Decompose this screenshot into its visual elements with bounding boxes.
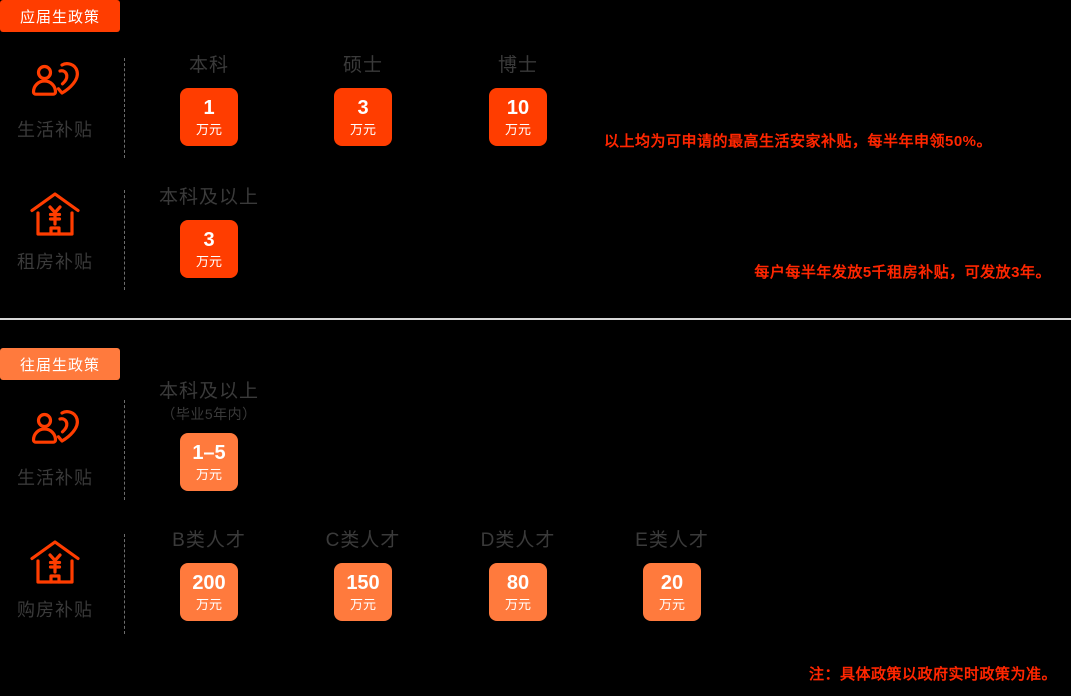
tier-label: 本科 bbox=[188, 55, 229, 76]
row-label-living-subsidy-previous: 生活补贴 bbox=[0, 406, 110, 490]
person-heart-icon bbox=[29, 58, 81, 106]
amount-unit: 万元 bbox=[349, 596, 376, 612]
house-yuan-icon bbox=[29, 190, 81, 238]
tier-label: D类人才 bbox=[480, 530, 556, 551]
amount-chip: 20 万元 bbox=[643, 562, 701, 621]
amount-value: 3 bbox=[203, 228, 215, 251]
footer-disclaimer-note: 注：具体政策以政府实时政策为准。 bbox=[808, 666, 1057, 683]
row-label-living-subsidy-fresh: 生活补贴 bbox=[0, 58, 110, 142]
amount-unit: 万元 bbox=[504, 121, 531, 137]
amount-chip: 1 万元 bbox=[180, 87, 238, 146]
tier-label: E类人才 bbox=[635, 530, 709, 551]
section-badge-fresh-graduate: 应届生政策 bbox=[0, 0, 120, 32]
note-living-subsidy: 以上均为可申请的最高生活安家补贴，每半年申领50%。 bbox=[604, 133, 993, 150]
house-yuan-icon bbox=[29, 538, 81, 586]
tier-label: 本科及以上 bbox=[158, 187, 259, 208]
value-cell-bachelor-living: 本科 1 万元 bbox=[134, 55, 284, 146]
person-heart-icon bbox=[29, 406, 81, 454]
value-cell-bachelor-or-above-living-previous: 本科及以上 （毕业5年内） 1–5 万元 bbox=[134, 381, 284, 492]
row-separator-dashed bbox=[124, 534, 125, 634]
value-cell-talent-d: D类人才 80 万元 bbox=[443, 530, 593, 621]
amount-chip: 80 万元 bbox=[489, 562, 547, 621]
amount-chip: 150 万元 bbox=[334, 562, 392, 621]
row-separator-dashed bbox=[124, 400, 125, 500]
tier-sublabel: （毕业5年内） bbox=[161, 405, 257, 422]
value-cell-master-living: 硕士 3 万元 bbox=[288, 55, 438, 146]
row-separator-dashed bbox=[124, 58, 125, 158]
tier-label: 博士 bbox=[497, 55, 538, 76]
amount-chip: 200 万元 bbox=[180, 562, 238, 621]
value-cell-doctor-living: 博士 10 万元 bbox=[443, 55, 593, 146]
row-label-home-purchase-subsidy: 购房补贴 bbox=[0, 538, 110, 622]
amount-unit: 万元 bbox=[658, 596, 685, 612]
amount-chip: 3 万元 bbox=[334, 87, 392, 146]
amount-value: 10 bbox=[506, 96, 530, 119]
amount-value: 150 bbox=[346, 571, 380, 594]
section-divider bbox=[0, 318, 1071, 320]
tier-label: C类人才 bbox=[325, 530, 401, 551]
amount-unit: 万元 bbox=[349, 121, 376, 137]
amount-value: 1 bbox=[203, 96, 215, 119]
amount-unit: 万元 bbox=[195, 596, 222, 612]
amount-value: 20 bbox=[660, 571, 684, 594]
value-cell-talent-b: B类人才 200 万元 bbox=[134, 530, 284, 621]
value-cell-talent-c: C类人才 150 万元 bbox=[288, 530, 438, 621]
amount-value: 3 bbox=[357, 96, 369, 119]
tier-label: 硕士 bbox=[342, 55, 383, 76]
row-caption: 购房补贴 bbox=[17, 600, 93, 620]
amount-unit: 万元 bbox=[504, 596, 531, 612]
value-cell-talent-e: E类人才 20 万元 bbox=[597, 530, 747, 621]
row-caption: 生活补贴 bbox=[17, 468, 93, 488]
row-caption: 租房补贴 bbox=[17, 252, 93, 272]
value-cell-bachelor-or-above-rent: 本科及以上 3 万元 bbox=[134, 187, 284, 278]
row-caption: 生活补贴 bbox=[17, 120, 93, 140]
note-rent-subsidy: 每户每半年发放5千租房补贴，可发放3年。 bbox=[754, 264, 1051, 281]
section-badge-previous-graduate: 往届生政策 bbox=[0, 348, 120, 380]
tier-label: 本科及以上 bbox=[158, 381, 259, 402]
amount-chip: 10 万元 bbox=[489, 87, 547, 146]
amount-unit: 万元 bbox=[195, 121, 222, 137]
amount-chip: 1–5 万元 bbox=[180, 433, 238, 492]
row-separator-dashed bbox=[124, 190, 125, 290]
amount-value: 80 bbox=[506, 571, 530, 594]
tier-label: B类人才 bbox=[172, 530, 246, 551]
amount-unit: 万元 bbox=[195, 467, 222, 483]
amount-value: 1–5 bbox=[192, 442, 226, 465]
amount-value: 200 bbox=[192, 571, 226, 594]
amount-chip: 3 万元 bbox=[180, 219, 238, 278]
row-label-rent-subsidy-fresh: 租房补贴 bbox=[0, 190, 110, 274]
amount-unit: 万元 bbox=[195, 253, 222, 269]
